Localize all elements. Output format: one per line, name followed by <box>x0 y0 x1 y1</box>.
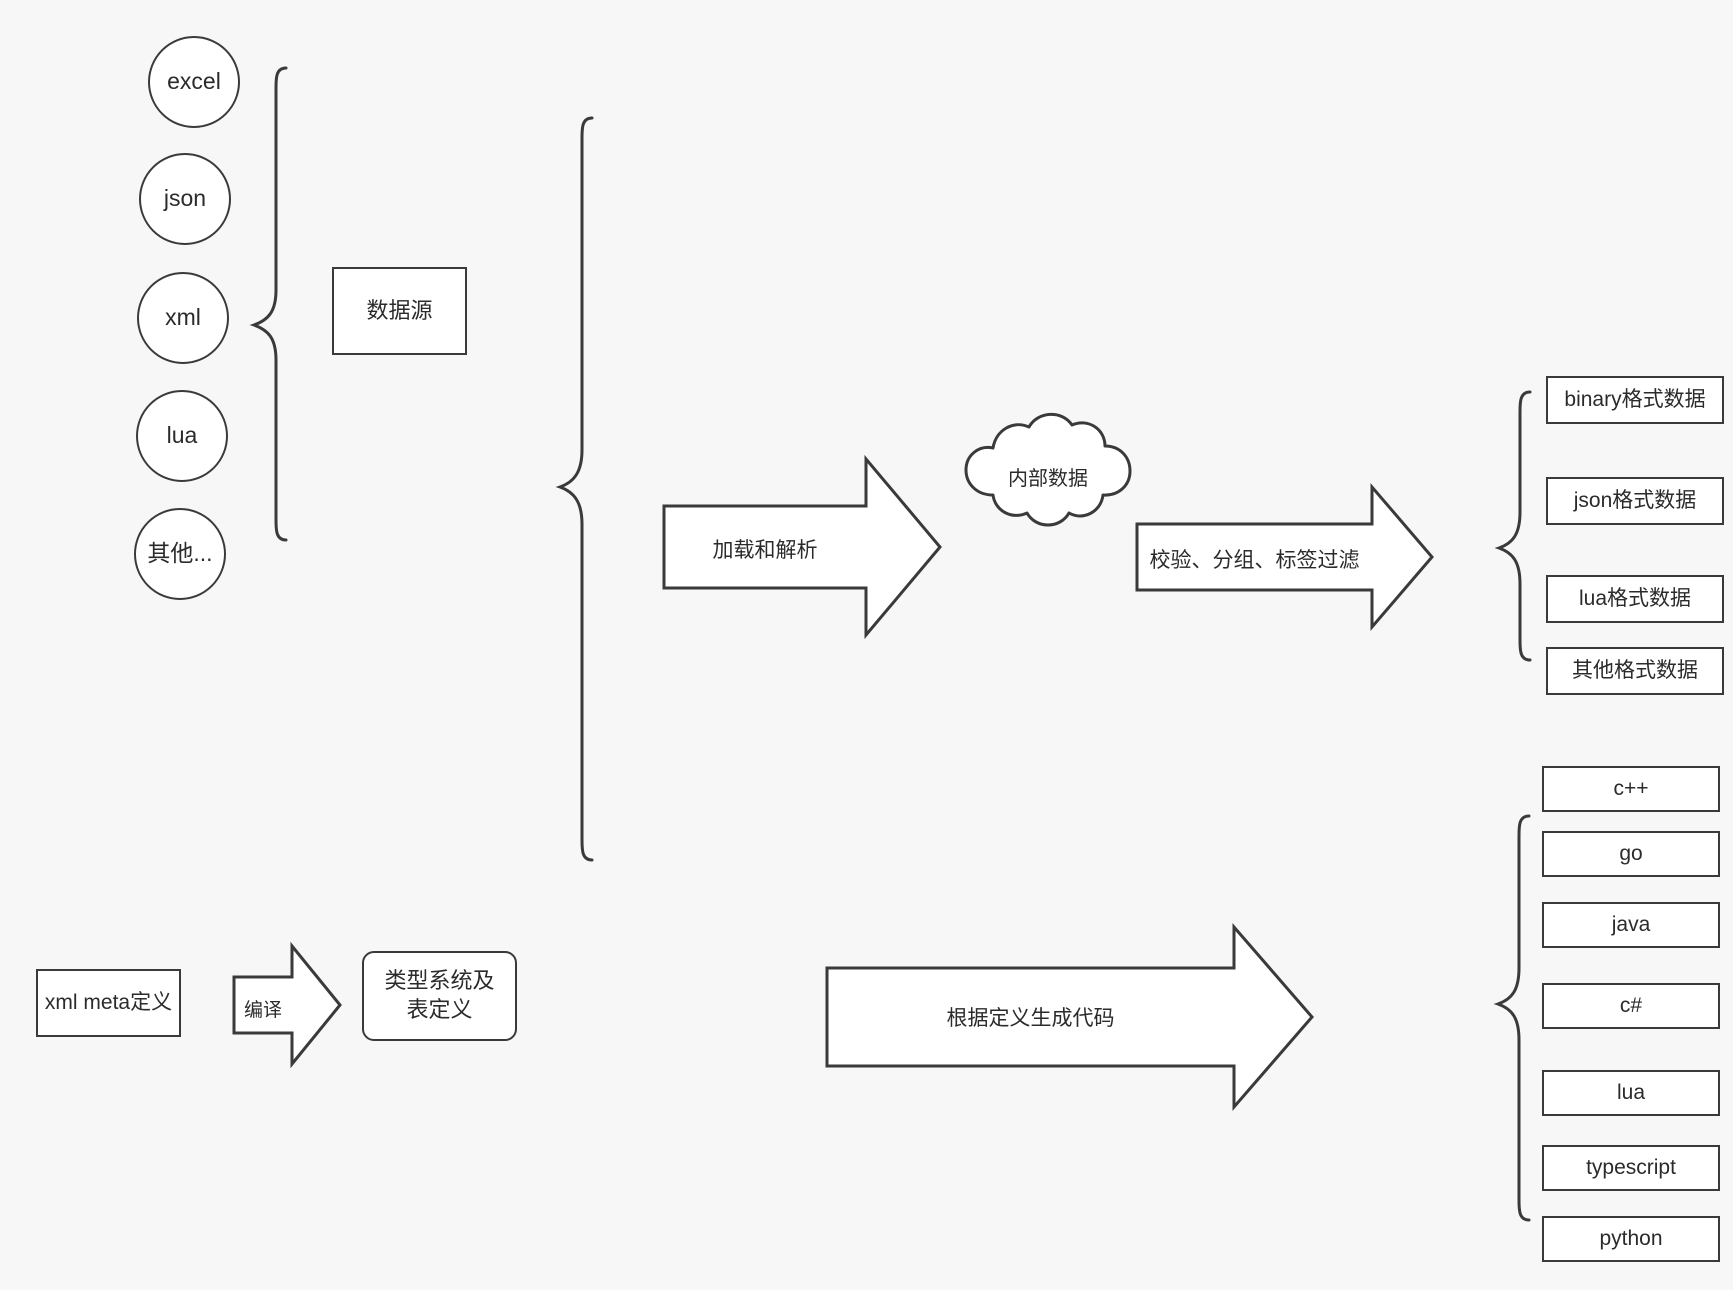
data-source-xml[interactable]: xml <box>137 272 229 364</box>
output-lang-csharp[interactable]: c# <box>1542 983 1720 1029</box>
output-format-json-label: json格式数据 <box>1573 489 1697 513</box>
data-source-json[interactable]: json <box>139 153 231 245</box>
output-lang-go[interactable]: go <box>1542 831 1720 877</box>
data-sources-brace <box>249 66 288 542</box>
data-source-other[interactable]: 其他... <box>134 508 226 600</box>
output-lang-csharp-label: c# <box>1619 994 1643 1018</box>
languages-brace <box>1493 814 1531 1222</box>
data-source-lua[interactable]: lua <box>136 390 228 482</box>
output-lang-cpp-label: c++ <box>1613 777 1649 801</box>
internal-data-label: 内部数据 <box>1008 468 1088 490</box>
compile-arrow-label: 编译 <box>243 1000 282 1021</box>
output-lang-python-label: python <box>1599 1227 1663 1251</box>
data-source-json-label: json <box>163 185 207 212</box>
output-format-json[interactable]: json格式数据 <box>1546 477 1724 525</box>
output-format-binary-label: binary格式数据 <box>1564 388 1706 412</box>
output-format-other[interactable]: 其他格式数据 <box>1546 647 1724 695</box>
output-lang-java-label: java <box>1611 913 1651 937</box>
data-formats-brace <box>1494 390 1532 662</box>
output-lang-lua-label: lua <box>1616 1081 1646 1105</box>
type-system-table-definition-box[interactable]: 类型系统及表定义 <box>362 951 517 1041</box>
output-format-other-label: 其他格式数据 <box>1572 659 1698 683</box>
validate-group-filter-arrow-label: 校验、分组、标签过滤 <box>1149 549 1360 572</box>
codegen-arrow-label: 根据定义生成代码 <box>946 1007 1115 1030</box>
output-lang-typescript-label: typescript <box>1586 1156 1676 1180</box>
type-system-table-definition-label: 类型系统及表定义 <box>384 968 495 1022</box>
output-format-binary[interactable]: binary格式数据 <box>1546 376 1724 424</box>
output-lang-typescript[interactable]: typescript <box>1542 1145 1720 1191</box>
data-source-other-label: 其他... <box>147 540 213 567</box>
data-source-group-label: 数据源 <box>366 297 433 323</box>
data-source-xml-label: xml <box>165 304 201 331</box>
data-source-excel[interactable]: excel <box>148 36 240 128</box>
xml-meta-definition-box[interactable]: xml meta定义 <box>36 969 181 1037</box>
load-parse-arrow-label: 加载和解析 <box>712 539 818 562</box>
pipeline-input-brace <box>555 116 594 862</box>
data-source-excel-label: excel <box>167 68 221 95</box>
output-lang-python[interactable]: python <box>1542 1216 1720 1262</box>
output-format-lua[interactable]: lua格式数据 <box>1546 575 1724 623</box>
output-format-lua-label: lua格式数据 <box>1578 587 1692 611</box>
output-lang-java[interactable]: java <box>1542 902 1720 948</box>
data-source-lua-label: lua <box>166 422 198 449</box>
output-lang-lua[interactable]: lua <box>1542 1070 1720 1116</box>
data-source-group-box[interactable]: 数据源 <box>332 267 467 355</box>
output-lang-cpp[interactable]: c++ <box>1542 766 1720 812</box>
output-lang-go-label: go <box>1619 842 1643 866</box>
xml-meta-definition-label: xml meta定义 <box>44 991 173 1015</box>
